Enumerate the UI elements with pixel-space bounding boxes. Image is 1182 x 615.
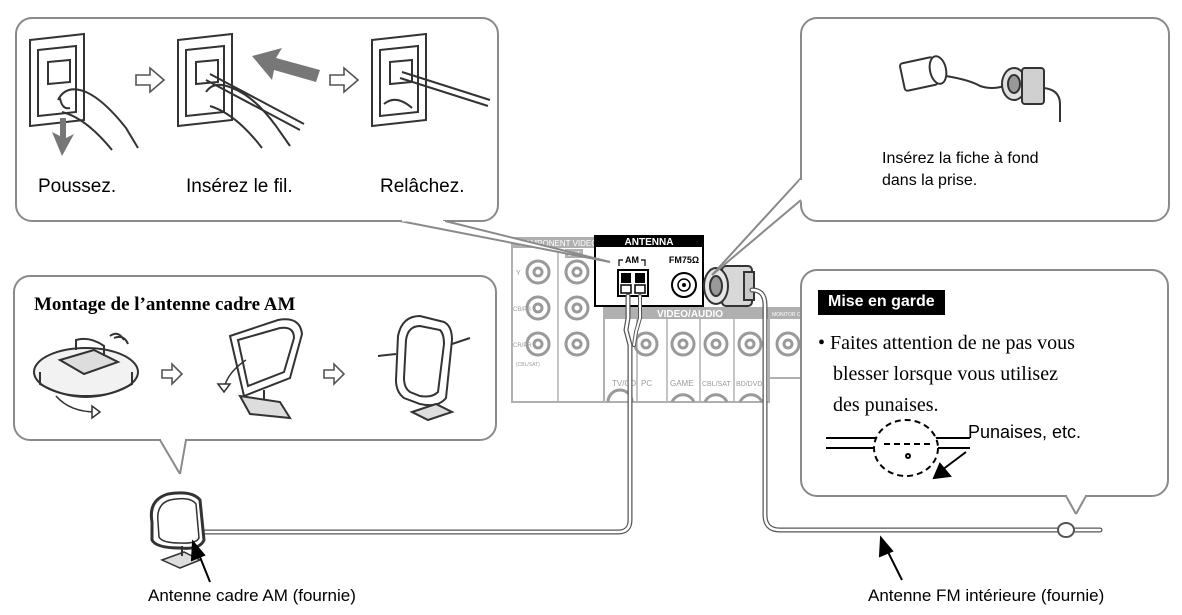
cbl-sat-small-label: (CBL/SAT)	[516, 362, 540, 368]
am-terminal	[617, 269, 649, 297]
video-audio-label: VIDEO/AUDIO	[657, 309, 723, 320]
caution-line1: Faites attention de ne pas vous	[830, 332, 1075, 354]
am-loop-caption: Antenne cadre AM (fournie)	[148, 586, 356, 605]
caution-bullet: •	[818, 332, 826, 354]
release-illustration	[371, 32, 491, 128]
caution-title: Mise en garde	[818, 290, 945, 315]
step-arrow-icon-3	[161, 362, 184, 386]
fm-terminal-label: FM75Ω	[669, 255, 699, 265]
plug-note-line1: Insérez la fiche à fond	[882, 150, 1039, 167]
rotate-arrow-icon	[55, 395, 102, 420]
cables	[202, 287, 1103, 538]
game-label: GAME	[670, 379, 694, 388]
cr-label: CR/PR	[513, 343, 532, 349]
fm-indoor-caption: Antenne FM intérieure (fournie)	[868, 586, 1105, 605]
bd-dvd-label: BD/DVD	[736, 381, 762, 388]
am-terminal-label: AM	[625, 255, 639, 265]
cbl-sat-label: CBL/SAT	[702, 381, 731, 388]
am-loop-standing-illustration	[377, 314, 471, 422]
am-base-illustration	[33, 332, 139, 398]
caution-line2: blesser lorsque vous utilisez	[833, 363, 1058, 385]
steps-callout	[15, 17, 611, 263]
caption-arrows	[190, 535, 903, 583]
am-loop-antenna	[149, 491, 206, 569]
tv-cd-label: TV/CD	[612, 379, 636, 388]
monitor-out-label: MONITOR OUT	[772, 312, 807, 318]
plug-note-line2: dans la prise.	[882, 172, 978, 189]
pin-label: Punaises, etc.	[968, 422, 1082, 442]
am-assembly-callout	[13, 275, 497, 475]
caution-text: • Faites attention de ne pas vous blesse…	[818, 328, 1075, 421]
y-label: Y	[516, 270, 521, 277]
step-release-label: Relâchez.	[380, 176, 465, 197]
am-loop-fold-illustration	[228, 318, 304, 420]
insert-wire-illustration	[177, 32, 305, 149]
push-terminal-illustration	[29, 32, 139, 151]
antenna-header: ANTENNA	[625, 237, 674, 248]
insert-arrow-icon	[252, 48, 320, 82]
step-arrow-icon-2	[329, 66, 360, 94]
pin-illustration	[826, 419, 970, 477]
pin-pointer-arrow-icon	[932, 451, 967, 480]
fm-plug	[703, 265, 755, 307]
cb-label: CB/PB	[513, 307, 531, 313]
caution-line3: des punaises.	[833, 394, 939, 416]
fold-arrow-icon	[216, 359, 247, 394]
fm-plug-insertion-illustration	[899, 55, 1061, 122]
pc-label: PC	[641, 379, 652, 388]
fm-jack	[671, 272, 697, 298]
am-assembly-title: Montage de l’antenne cadre AM	[34, 294, 296, 315]
step-arrow-icon	[135, 66, 166, 94]
plug-callout	[711, 17, 1170, 276]
component-video-label: COMPONENT VIDEO	[519, 239, 598, 248]
push-down-arrow-icon	[52, 118, 74, 156]
step-insert-wire-label: Insérez le fil.	[186, 176, 293, 197]
step-arrow-icon-4	[323, 362, 346, 386]
step-push-label: Poussez.	[38, 176, 117, 197]
